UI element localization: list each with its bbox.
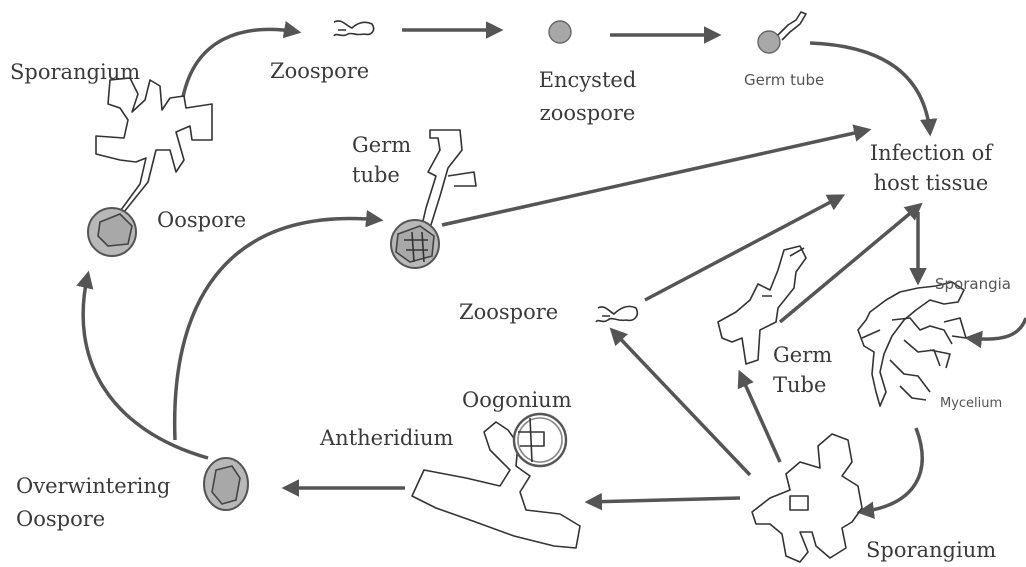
label-germ-tube-lower: Germ Tube (773, 340, 843, 401)
label-overwintering-oospore: Overwintering Oospore (16, 470, 196, 535)
label-infection-host-tissue: Infection of host tissue (866, 138, 996, 199)
mycelium-icon (858, 282, 966, 406)
arrow-sporangium-to-antheridium (588, 498, 740, 502)
arrow-sporangium-to-zoospore-mid (612, 330, 750, 475)
arrow-overwintering-to-oospore (83, 274, 208, 458)
arrow-germtube-to-infection (810, 43, 930, 133)
label-germ-tube-mid: Germ tube (352, 130, 422, 191)
sporangium-bottom-icon (752, 434, 862, 562)
arrow-germtube-lower-to-infection (780, 205, 920, 322)
arrow-overwintering-to-germtube (175, 219, 380, 440)
encysted-zoospore-icon (549, 21, 571, 43)
label-sporangium-top: Sporangium (10, 60, 140, 84)
arrow-zoospore-mid-to-infection (645, 196, 842, 300)
label-germ-tube-top: Germ tube (744, 72, 824, 89)
zoospore-mid-icon (596, 306, 637, 322)
arrow-mycelium-to-sporangium (860, 428, 922, 512)
label-oospore: Oospore (157, 208, 246, 232)
label-sporangium-bottom: Sporangium (866, 538, 996, 562)
overwintering-oospore-icon (204, 458, 248, 510)
label-zoospore-top: Zoospore (270, 59, 369, 83)
zoospore-top-icon (334, 21, 374, 36)
germinating-zoospore-icon (758, 12, 806, 53)
arrow-into-sporangia-right (968, 318, 1026, 339)
label-sporangia: Sporangia (935, 276, 1011, 293)
label-oogonium: Oogonium (462, 388, 572, 412)
label-mycelium: Mycelium (940, 397, 1002, 412)
label-zoospore-mid: Zoospore (459, 300, 558, 324)
arrow-germtube-mid-to-infection (442, 130, 868, 225)
label-encysted-zoospore: Encysted zoospore (525, 64, 650, 129)
label-antheridium: Antheridium (320, 426, 453, 450)
